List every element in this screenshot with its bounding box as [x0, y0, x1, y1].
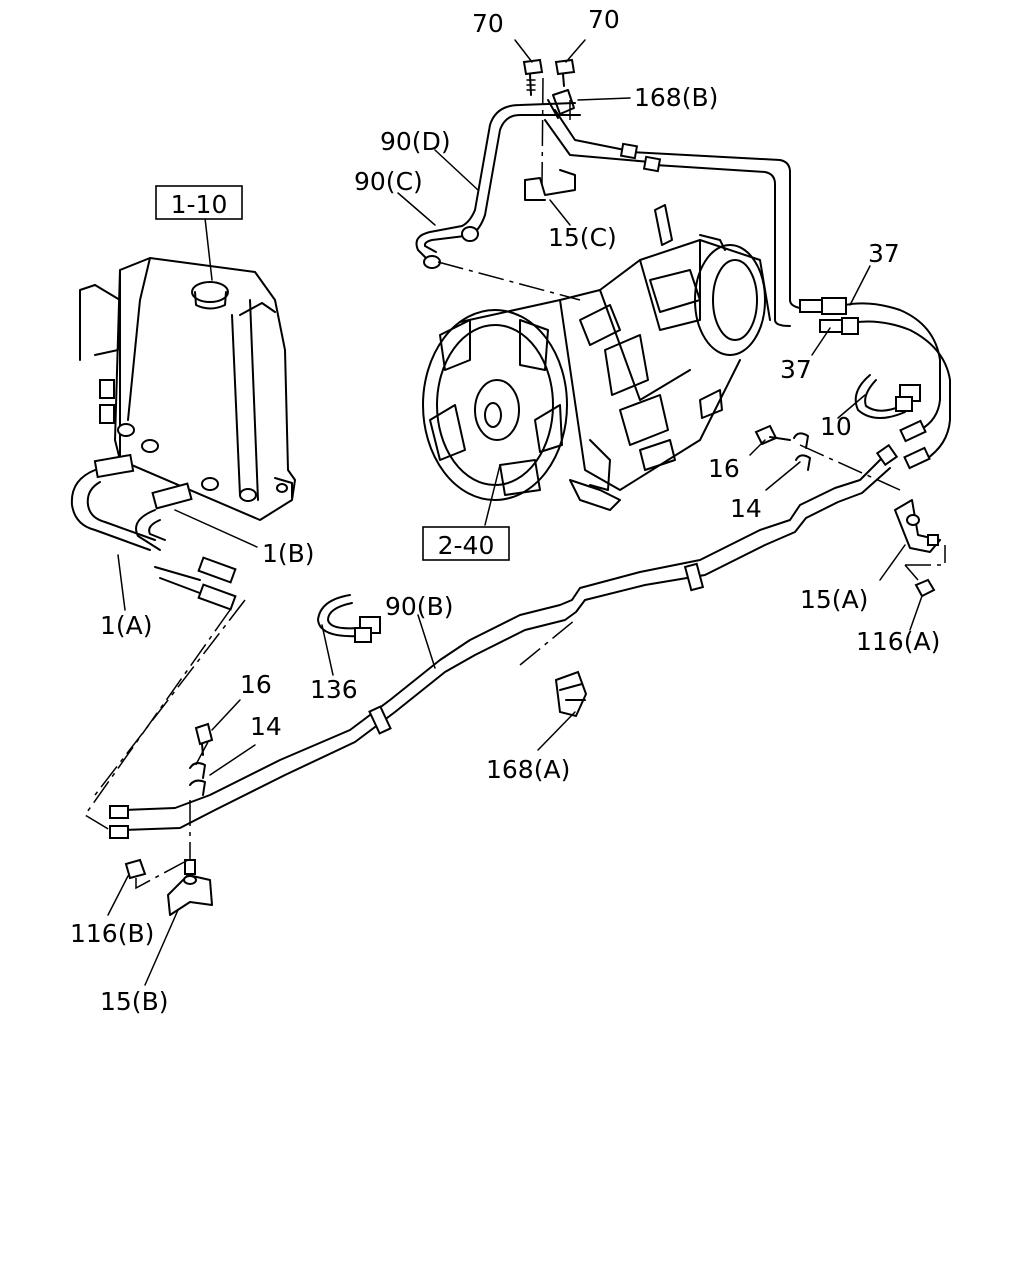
callout-1b: 1(B)	[262, 539, 315, 568]
callout-16b: 16	[240, 670, 272, 699]
callout-90d: 90(D)	[380, 127, 451, 156]
assembly-center-lines	[83, 77, 946, 890]
callout-116a: 116(A)	[856, 627, 940, 656]
tube-90b	[109, 443, 899, 839]
callout-15a: 15(A)	[800, 585, 868, 614]
ref-label-2-40: 2-40	[438, 531, 495, 560]
left-clamp-parts	[124, 722, 214, 916]
hoses-1	[70, 453, 237, 611]
callout-15c: 15(C)	[548, 223, 617, 252]
callout-10: 10	[820, 412, 852, 441]
callout-70a: 70	[472, 9, 504, 38]
upper-tubes	[415, 89, 801, 327]
callout-14b: 14	[250, 712, 282, 741]
callout-1a: 1(A)	[100, 611, 153, 640]
radiator-drawing	[79, 257, 296, 521]
callout-37b: 37	[780, 355, 812, 384]
callout-37a: 37	[868, 239, 900, 268]
callout-14a: 14	[730, 494, 762, 523]
ref-label-1-10: 1-10	[171, 190, 228, 219]
strap-10	[854, 374, 921, 419]
callout-16a: 16	[708, 454, 740, 483]
strap-136	[317, 594, 381, 643]
callout-136: 136	[310, 675, 358, 704]
callout-116b: 116(B)	[70, 919, 154, 948]
callout-15b: 15(B)	[100, 987, 168, 1016]
callout-labels: 70 70 168(B) 90(D) 90(C) 15(C) 37 37 10 …	[70, 5, 940, 1016]
transmission-drawing	[422, 204, 771, 511]
callout-90b: 90(B)	[385, 592, 453, 621]
leader-lines	[107, 39, 923, 986]
clip-168a	[554, 670, 588, 718]
boxed-ref-2-40: 2-40	[422, 526, 510, 561]
callout-70b: 70	[588, 5, 620, 34]
boxed-ref-1-10: 1-10	[155, 185, 243, 220]
callout-168b: 168(B)	[634, 83, 718, 112]
callout-90c: 90(C)	[354, 167, 423, 196]
right-clamp-parts	[754, 424, 941, 598]
hoses-37	[799, 297, 951, 470]
callout-168a: 168(A)	[486, 755, 570, 784]
